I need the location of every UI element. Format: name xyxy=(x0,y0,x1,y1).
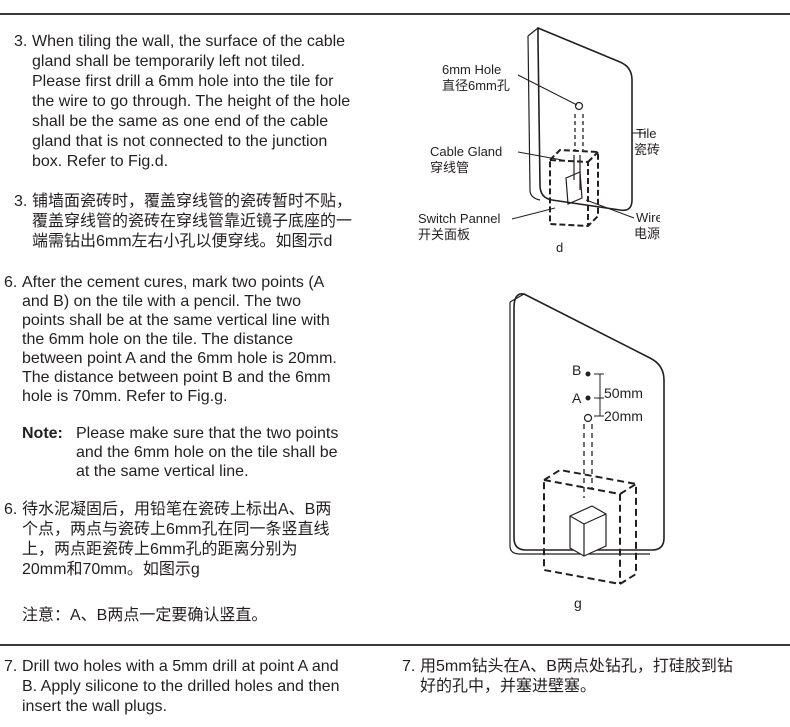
step-3-chinese: 3. 铺墙面瓷砖时，覆盖穿线管的瓷砖暂时不贴， 覆盖穿线管的瓷砖在穿线管靠近镜子… xyxy=(14,192,352,252)
step-number: 6. xyxy=(4,501,18,518)
point-a-label: A xyxy=(572,390,582,406)
note-english: Note: Please make sure that the two poin… xyxy=(22,424,338,481)
step-text: After the cement cures, mark two points … xyxy=(22,274,337,405)
step-number: 3. xyxy=(14,33,28,50)
step-number: 3. xyxy=(14,193,28,210)
note-chinese: 注意：A、B两点一定要确认竖直。 xyxy=(22,606,267,626)
step-text: 待水泥凝固后，用铅笔在瓷砖上标出A、B两 个点，两点与瓷砖上6mm孔在同一条竖直… xyxy=(22,501,332,578)
cable-gland xyxy=(583,424,593,498)
gland-label-cn: 穿线管 xyxy=(430,160,469,175)
step-number: 7. xyxy=(402,658,416,675)
step-3-english: 3. When tiling the wall, the surface of … xyxy=(14,32,350,172)
figure-caption: d xyxy=(556,240,563,255)
hole-marker xyxy=(583,413,593,423)
note-text: Please make sure that the two points and… xyxy=(76,425,339,480)
step-6-english: 6. After the cement cures, mark two poin… xyxy=(4,273,337,406)
step-number: 7. xyxy=(4,658,18,675)
switch-label-en: Switch Pannel xyxy=(418,211,500,226)
step-number: 6. xyxy=(4,274,18,291)
step-6-chinese: 6. 待水泥凝固后，用铅笔在瓷砖上标出A、B两 个点，两点与瓷砖上6mm孔在同一… xyxy=(4,500,331,580)
top-divider xyxy=(0,13,790,15)
step-text: 用5mm钻头在A、B两点处钻孔，打硅胶到钻 好的孔中，并塞进壁塞。 xyxy=(420,658,733,695)
point-a-marker xyxy=(585,395,591,401)
wires-label-cn: 电源线 xyxy=(634,226,660,241)
tile-label-en: Tile xyxy=(636,126,656,141)
switch-box xyxy=(543,468,637,586)
wires-label-en: Wires xyxy=(636,210,660,225)
figure-caption: g xyxy=(574,595,582,611)
step-7-english: 7. Drill two holes with a 5mm drill at p… xyxy=(4,657,340,717)
distance-20-label: 20mm xyxy=(604,408,643,424)
figure-g: B A 50mm 20mm g xyxy=(509,292,665,611)
hole-label-cn: 直径6mm孔 xyxy=(442,78,510,93)
note-label: Note: xyxy=(22,425,63,442)
step-text: When tiling the wall, the surface of the… xyxy=(32,33,351,170)
step-7-chinese: 7. 用5mm钻头在A、B两点处钻孔，打硅胶到钻 好的孔中，并塞进壁塞。 xyxy=(402,657,733,697)
hole-label-en: 6mm Hole xyxy=(442,62,501,77)
switch-box xyxy=(549,148,599,228)
gland-label-en: Cable Gland xyxy=(430,144,502,159)
tile-panel xyxy=(537,26,633,212)
distance-50-label: 50mm xyxy=(604,385,643,401)
tile-label-cn: 瓷砖 xyxy=(634,142,660,157)
point-b-marker xyxy=(585,371,591,377)
step-text: 铺墙面瓷砖时，覆盖穿线管的瓷砖暂时不贴， 覆盖穿线管的瓷砖在穿线管靠近镜子底座的… xyxy=(32,193,353,250)
step-text: Drill two holes with a 5mm drill at poin… xyxy=(22,658,340,715)
point-b-label: B xyxy=(572,362,581,378)
note-text: 注意：A、B两点一定要确认竖直。 xyxy=(22,607,268,624)
hole-marker xyxy=(574,101,584,111)
switch-label-cn: 开关面板 xyxy=(418,227,470,242)
section-divider xyxy=(0,644,790,646)
cable-gland xyxy=(574,114,584,150)
figure-d: 6mm Hole 直径6mm孔 Tile 瓷砖 Cable Gland 穿线管 … xyxy=(418,26,660,255)
